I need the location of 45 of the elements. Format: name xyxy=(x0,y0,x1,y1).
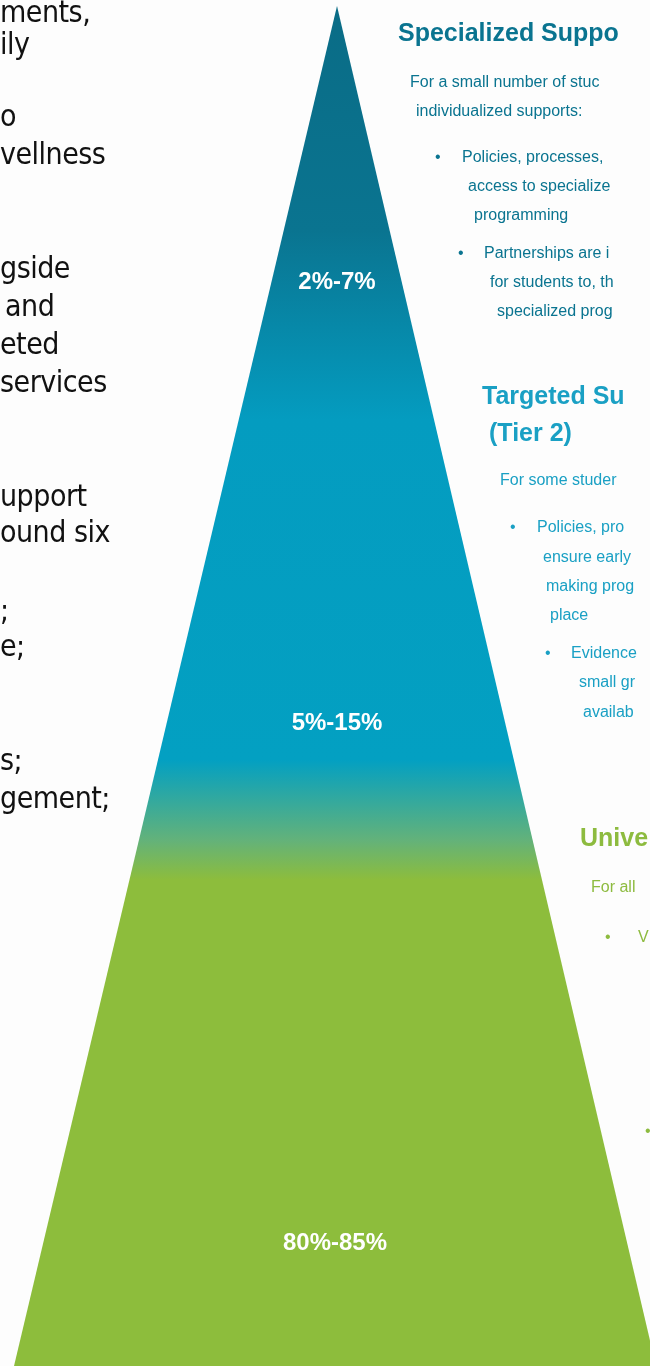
description-text: Evidence xyxy=(571,645,637,661)
description-text: making prog xyxy=(546,578,635,594)
description-text: for students to, th xyxy=(490,274,614,290)
bullet: • xyxy=(645,1123,650,1139)
body-text: ound six xyxy=(0,517,110,547)
description-text: programming xyxy=(474,207,569,223)
body-text: eted xyxy=(0,329,59,359)
percentage-label: 5%-15% xyxy=(291,708,383,736)
body-text: gement; xyxy=(0,783,110,813)
body-text: ; xyxy=(0,595,9,625)
body-text: ments, xyxy=(0,0,91,27)
bullet: • xyxy=(605,929,611,945)
description-text: For all xyxy=(591,879,636,895)
description-text: place xyxy=(550,607,589,623)
bullet: • xyxy=(545,645,551,661)
description-text: small gr xyxy=(579,674,635,690)
description-text: individualized supports: xyxy=(416,103,583,119)
description-text: For a small number of stuc xyxy=(410,74,600,90)
description-text: ensure early xyxy=(543,549,632,565)
body-text: e; xyxy=(0,631,25,661)
body-text: vellness xyxy=(0,139,106,169)
description-text: specialized prog xyxy=(497,303,613,319)
bullet: • xyxy=(435,149,441,165)
description-text: Partnerships are i xyxy=(484,245,610,261)
description-text: availab xyxy=(583,704,634,720)
description-text: Policies, processes, xyxy=(462,149,604,165)
body-text: upport xyxy=(0,481,87,511)
bullet: • xyxy=(458,245,464,261)
description-text: Policies, pro xyxy=(537,519,625,535)
tier-heading: (Tier 2) xyxy=(489,419,572,445)
body-text: services xyxy=(0,367,107,397)
body-text: ily xyxy=(0,29,30,59)
tier-heading: Unive xyxy=(580,824,649,850)
tier-heading: Specialized Suppo xyxy=(398,19,619,45)
body-text: o xyxy=(0,101,16,131)
percentage-label: 2%-7% xyxy=(298,267,376,295)
body-text: gside xyxy=(0,253,70,283)
description-text: access to specialize xyxy=(468,178,611,194)
bullet: • xyxy=(510,519,516,535)
tier-heading: Targeted Su xyxy=(482,382,625,408)
percentage-label: 80%-85% xyxy=(282,1228,388,1256)
body-text: s; xyxy=(0,745,23,775)
body-text: and xyxy=(5,291,55,321)
description-text: V xyxy=(638,929,649,945)
description-text: For some studer xyxy=(500,472,617,488)
